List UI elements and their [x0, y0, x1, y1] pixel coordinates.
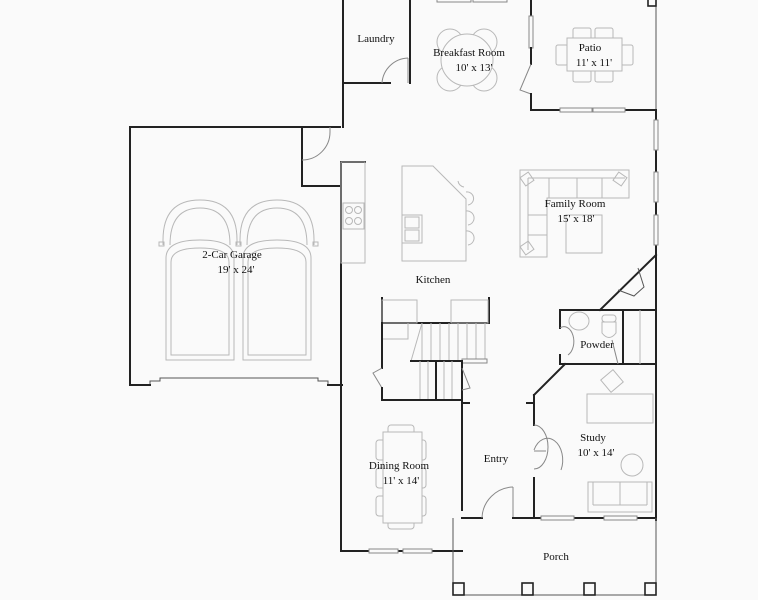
- powder-room: [559, 254, 657, 521]
- entry: [461, 486, 535, 519]
- dims-garage: 19' x 24': [218, 264, 255, 276]
- label-powder: Powder: [580, 339, 614, 351]
- label-breakfast-room: Breakfast Room: [433, 47, 505, 59]
- dims-dining-room: 11' x 14': [383, 475, 420, 487]
- study-desk-icon: [586, 369, 654, 513]
- label-porch: Porch: [543, 551, 569, 563]
- family-room: [519, 109, 659, 312]
- label-entry: Entry: [484, 453, 509, 465]
- car-right-icon: [235, 199, 319, 361]
- room-labels: Laundry Breakfast Room 10' x 13' Patio 1…: [202, 33, 614, 563]
- label-patio: Patio: [579, 42, 602, 54]
- kitchen: [340, 161, 475, 552]
- dims-patio: 11' x 11': [576, 57, 612, 69]
- patio-table-icon: [555, 27, 634, 83]
- dims-family-room: 15' x 18': [558, 213, 595, 225]
- label-dining-room: Dining Room: [369, 460, 430, 472]
- label-garage: 2-Car Garage: [202, 249, 262, 261]
- laundry: [342, 0, 411, 128]
- stairs: [372, 297, 490, 511]
- cooktop-icon: [342, 202, 365, 230]
- label-kitchen: Kitchen: [416, 274, 451, 286]
- breakfast-table-icon: [436, 28, 498, 92]
- breakfast-room: [436, 0, 534, 111]
- label-study: Study: [580, 432, 606, 444]
- dims-study: 10' x 14': [578, 447, 615, 459]
- label-family-room: Family Room: [545, 198, 606, 210]
- garage: [129, 126, 343, 386]
- dining-table-icon: [375, 424, 427, 530]
- car-left-icon: [158, 199, 242, 361]
- study: [526, 362, 657, 521]
- kitchen-island-icon: [401, 165, 475, 262]
- patio: [530, 0, 657, 113]
- sectional-sofa-icon: [519, 169, 630, 258]
- dining-room: [340, 424, 463, 554]
- label-laundry: Laundry: [357, 33, 395, 45]
- porch: [452, 518, 657, 596]
- dims-breakfast-room: 10' x 13': [456, 62, 493, 74]
